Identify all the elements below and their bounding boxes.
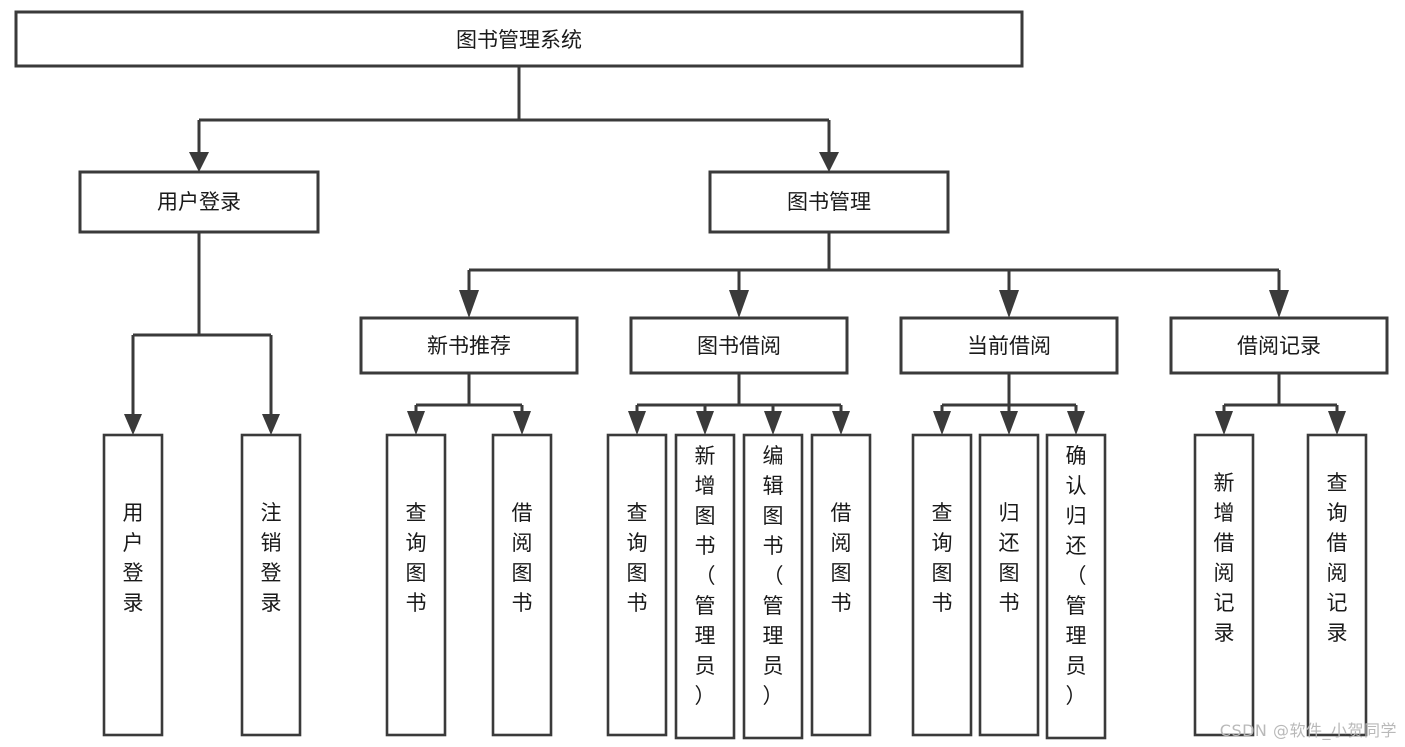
leaf-label-edit-book-admin: 编辑图书（管理员） (763, 444, 784, 708)
leaf-return-books[interactable]: 归还图书 (978, 433, 1040, 737)
arrowhead-leaf-confirm-return-admin (1067, 411, 1085, 435)
leaf-user-login[interactable]: 用户登录 (102, 433, 164, 737)
node-library-management-system[interactable]: 图书管理系统 (14, 10, 1024, 68)
arrowhead-leaf-query-books-borrowing (628, 411, 646, 435)
node-borrowing-records[interactable]: 借阅记录 (1169, 316, 1389, 375)
node-label-book-management: 图书管理 (787, 190, 871, 214)
leaf-label-borrow-books-borrowing: 借阅图书 (831, 501, 852, 615)
leaf-confirm-return-admin[interactable]: 确认归还（管理员） (1045, 433, 1107, 740)
leaf-label-borrow-books-recommendation: 借阅图书 (512, 501, 533, 615)
leaf-label-add-borrow-record: 新增借阅记录 (1214, 471, 1235, 645)
leaf-box-query-borrow-record (1306, 433, 1368, 737)
arrowhead-leaf-query-books-recommendation (407, 411, 425, 435)
arrowhead-leaf-query-books-current (933, 411, 951, 435)
node-box-book-borrowing (629, 316, 849, 375)
node-box-borrowing-records (1169, 316, 1389, 375)
leaf-label-confirm-return-admin: 确认归还（管理员） (1066, 444, 1087, 708)
leaf-box-query-books-recommendation (385, 433, 447, 737)
arrowhead-leaf-edit-book-admin (764, 411, 782, 435)
node-box-user-login (78, 170, 320, 234)
leaf-label-query-books-current: 查询图书 (932, 501, 953, 615)
node-box-root (14, 10, 1024, 68)
node-box-new-book-recommendation (359, 316, 579, 375)
leaf-box-confirm-return-admin (1045, 433, 1107, 740)
node-label-user-login: 用户登录 (157, 190, 241, 214)
leaf-box-query-books-current (911, 433, 973, 737)
leaf-label-query-books-recommendation: 查询图书 (406, 501, 427, 615)
node-box-book-management (708, 170, 950, 234)
arrowhead-new-book-recommendation (459, 290, 479, 318)
arrowhead-current-borrowing (999, 290, 1019, 318)
leaf-box-borrow-books-recommendation (491, 433, 553, 737)
leaf-box-edit-book-admin (742, 433, 804, 740)
leaf-query-books-borrowing[interactable]: 查询图书 (606, 433, 668, 737)
leaf-label-return-books: 归还图书 (999, 501, 1020, 615)
node-label-root: 图书管理系统 (456, 28, 582, 52)
leaf-label-query-borrow-record: 查询借阅记录 (1327, 471, 1348, 645)
leaf-label-user-login: 用户登录 (123, 501, 144, 615)
leaf-borrow-books-recommendation[interactable]: 借阅图书 (491, 433, 553, 737)
node-label-new-book-recommendation: 新书推荐 (427, 334, 511, 358)
leaf-box-borrow-books-borrowing (810, 433, 872, 737)
arrowhead-leaf-add-book-admin (696, 411, 714, 435)
arrowhead-leaf-user-login (124, 414, 142, 435)
arrowhead-user-login (189, 152, 209, 172)
leaf-box-add-book-admin (674, 433, 736, 740)
leaf-logout[interactable]: 注销登录 (240, 433, 302, 737)
arrowhead-book-borrowing (729, 290, 749, 318)
leaf-borrow-books-borrowing[interactable]: 借阅图书 (810, 433, 872, 737)
leaf-label-logout: 注销登录 (261, 501, 282, 615)
leaf-box-return-books (978, 433, 1040, 737)
node-new-book-recommendation[interactable]: 新书推荐 (359, 316, 579, 375)
leaf-box-logout (240, 433, 302, 737)
leaf-label-add-book-admin: 新增图书（管理员） (695, 444, 716, 708)
node-label-borrowing-records: 借阅记录 (1237, 334, 1321, 358)
leaf-box-user-login (102, 433, 164, 737)
leaf-edit-book-admin[interactable]: 编辑图书（管理员） (742, 433, 804, 740)
connector-layer (124, 66, 1346, 435)
arrowhead-leaf-return-books (1000, 411, 1018, 435)
arrowhead-leaf-borrow-books-recommendation (513, 411, 531, 435)
node-label-current-borrowing: 当前借阅 (967, 334, 1051, 358)
leaf-query-books-current[interactable]: 查询图书 (911, 433, 973, 737)
arrowhead-leaf-logout (262, 414, 280, 435)
arrowhead-borrowing-records (1269, 290, 1289, 318)
leaf-query-borrow-record[interactable]: 查询借阅记录 (1306, 433, 1368, 737)
node-box-current-borrowing (899, 316, 1119, 375)
leaf-box-query-books-borrowing (606, 433, 668, 737)
csdn-watermark: CSDN @软件_小贺同学 (1219, 721, 1397, 740)
leaf-add-book-admin[interactable]: 新增图书（管理员） (674, 433, 736, 740)
leaf-query-books-recommendation[interactable]: 查询图书 (385, 433, 447, 737)
arrowhead-book-management (819, 152, 839, 172)
node-current-borrowing[interactable]: 当前借阅 (899, 316, 1119, 375)
arrowhead-leaf-borrow-books-borrowing (832, 411, 850, 435)
arrowhead-leaf-query-borrow-record (1328, 411, 1346, 435)
node-user-login[interactable]: 用户登录 (78, 170, 320, 234)
node-book-management[interactable]: 图书管理 (708, 170, 950, 234)
node-label-book-borrowing: 图书借阅 (697, 334, 781, 358)
leaf-label-query-books-borrowing: 查询图书 (627, 501, 648, 615)
leaf-add-borrow-record[interactable]: 新增借阅记录 (1193, 433, 1255, 737)
leaf-box-add-borrow-record (1193, 433, 1255, 737)
arrowhead-leaf-add-borrow-record (1215, 411, 1233, 435)
node-book-borrowing[interactable]: 图书借阅 (629, 316, 849, 375)
